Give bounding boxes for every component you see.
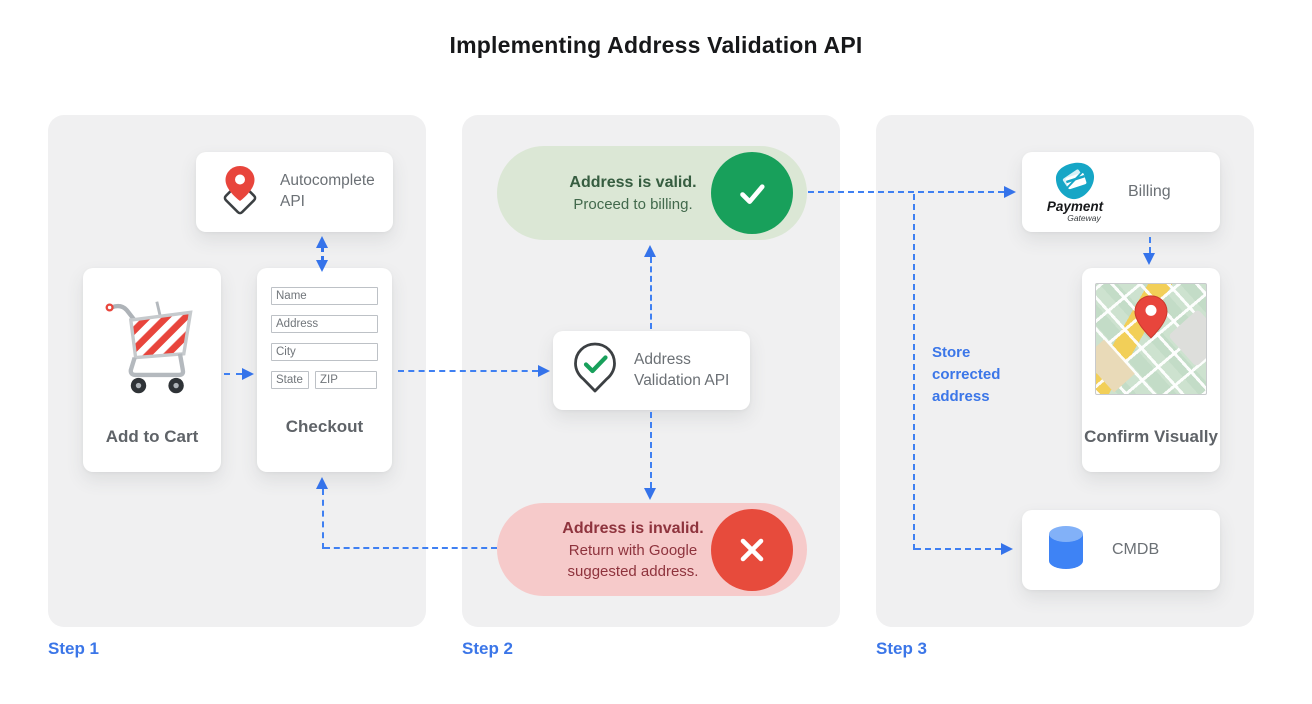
- arrowhead: [1004, 186, 1016, 198]
- arrowhead: [644, 488, 656, 500]
- zip-field: [315, 371, 377, 389]
- payment-gateway-logo: Payment Gateway: [1036, 161, 1114, 223]
- arrow-stem: [321, 256, 324, 262]
- arrow-stem: [321, 246, 324, 252]
- name-field: [271, 287, 378, 305]
- add-to-cart-label: Add to Cart: [105, 427, 199, 446]
- address-field: [271, 315, 378, 333]
- billing-card: Payment Gateway Billing: [1022, 152, 1220, 232]
- city-field: [271, 343, 378, 361]
- autocomplete-pin-icon: [212, 162, 268, 223]
- store-corrected-address-note: Store corrected address: [932, 344, 1001, 405]
- valid-title: Address is valid.: [569, 173, 697, 191]
- arrow-validation-to-valid: [650, 257, 652, 329]
- check-icon: [711, 152, 793, 234]
- arrowhead: [538, 365, 550, 377]
- invalid-subtitle: Return with Google suggested address.: [567, 541, 699, 580]
- x-icon: [711, 509, 793, 591]
- autocomplete-api-label: Autocomplete API: [280, 172, 375, 210]
- arrow-checkout-to-autocomplete: [316, 236, 328, 248]
- arrow-invalid-to-checkout-h: [324, 547, 497, 549]
- arrowhead: [644, 245, 656, 257]
- billing-label: Billing: [1128, 183, 1171, 201]
- line-store-corrected: [913, 194, 915, 550]
- address-validation-api-card: Address Validation API: [553, 331, 750, 410]
- step3-label: Step 3: [876, 639, 928, 658]
- confirm-visually-label: Confirm Visually: [1084, 427, 1218, 446]
- step1-label: Step 1: [48, 639, 100, 658]
- database-icon: [1042, 522, 1090, 579]
- arrowhead: [1001, 543, 1013, 555]
- page-title: Implementing Address Validation API: [449, 32, 863, 58]
- address-validation-api-label: Address Validation API: [634, 350, 730, 389]
- step2-label: Step 2: [462, 639, 514, 658]
- checkout-label: Checkout: [285, 417, 364, 436]
- address-invalid-banner: Address is invalid. Return with Google s…: [497, 503, 807, 596]
- valid-subtitle: Proceed to billing.: [573, 195, 693, 213]
- state-field: [271, 371, 309, 389]
- checkout-card: Checkout: [257, 268, 392, 472]
- arrowhead: [316, 477, 328, 489]
- validation-pin-icon: [569, 341, 621, 400]
- cmdb-label: CMDB: [1112, 541, 1160, 559]
- arrow-to-cmdb: [915, 548, 1001, 550]
- address-valid-banner: Address is valid. Proceed to billing.: [497, 146, 807, 240]
- map-pin-icon: [1131, 294, 1171, 347]
- arrow-cart-to-checkout: [224, 373, 242, 375]
- arrow-billing-to-confirm: [1149, 237, 1151, 253]
- cmdb-card: CMDB: [1022, 510, 1220, 590]
- map-thumbnail: [1095, 283, 1207, 395]
- cart-icon: [99, 294, 205, 405]
- arrowhead: [242, 368, 254, 380]
- arrow-validation-to-invalid: [650, 412, 652, 488]
- add-to-cart-card: Add to Cart: [83, 268, 221, 472]
- arrow-valid-to-billing: [808, 191, 1004, 193]
- arrowhead: [1143, 253, 1155, 265]
- payment-logo-subtitle: Gateway: [1067, 213, 1101, 223]
- arrow-autocomplete-to-checkout: [316, 260, 328, 272]
- payment-logo-title: Payment: [1046, 199, 1104, 214]
- invalid-title: Address is invalid.: [562, 519, 704, 537]
- confirm-visually-card: Confirm Visually: [1082, 268, 1220, 472]
- arrow-checkout-to-validation: [398, 370, 538, 372]
- arrow-invalid-to-checkout-v: [322, 489, 324, 549]
- autocomplete-api-card: Autocomplete API: [196, 152, 393, 232]
